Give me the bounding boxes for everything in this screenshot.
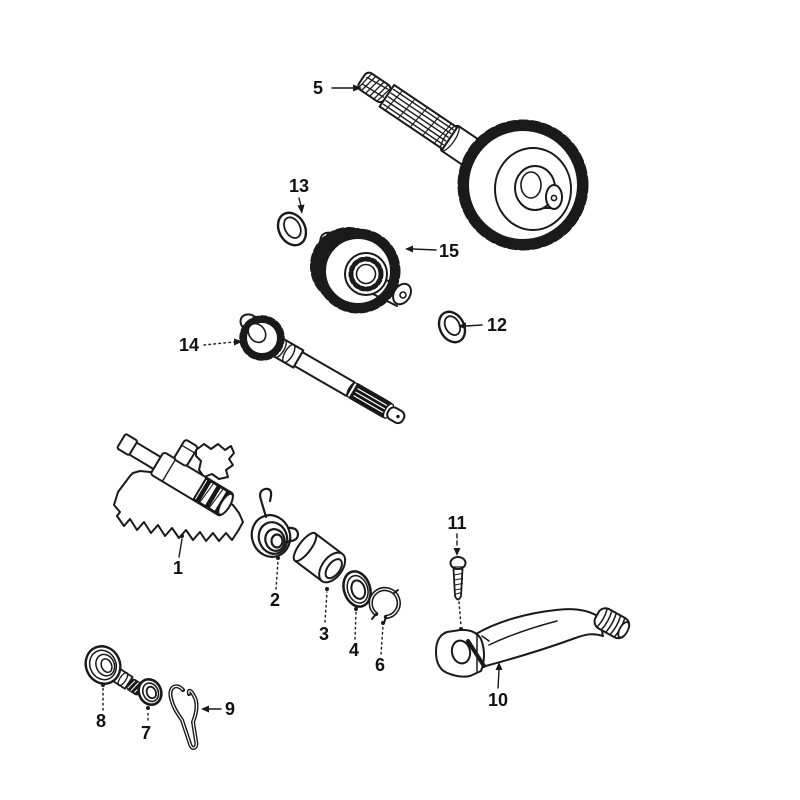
callout-1: 1	[173, 558, 183, 578]
part-12-washer-drawing	[437, 310, 467, 344]
part-9-spring-clip-drawing	[168, 684, 199, 750]
part-3-collar-drawing	[292, 531, 347, 584]
callout-10: 10	[488, 690, 508, 710]
leader-2	[275, 556, 280, 590]
callout-7: 7	[141, 723, 151, 743]
part-8-drive-joint-drawing	[84, 645, 144, 696]
leader-7	[146, 706, 150, 721]
part-11-bolt-drawing	[449, 556, 467, 601]
leader-5	[331, 84, 362, 92]
part-2-spring-drawing	[250, 487, 300, 558]
callout-4: 4	[349, 640, 359, 660]
leader-6	[380, 621, 385, 655]
leader-4	[354, 607, 358, 640]
part-14-pinion-shaft-drawing	[239, 313, 406, 425]
callout-6: 6	[375, 655, 385, 675]
part-7-washer-drawing	[137, 678, 163, 706]
part-1-kick-spindle-drawing	[113, 433, 244, 542]
leader-3	[324, 587, 329, 623]
callout-3: 3	[319, 624, 329, 644]
leader-11a	[453, 533, 461, 556]
leader-1	[178, 534, 184, 558]
leader-15	[405, 245, 437, 253]
leader-12	[458, 322, 483, 330]
callout-2: 2	[270, 590, 280, 610]
part-4-washer-drawing	[342, 570, 372, 608]
leader-11b	[458, 601, 463, 631]
leader-9	[201, 705, 222, 713]
callout-8: 8	[96, 711, 106, 731]
part-10-kick-lever-drawing	[435, 607, 631, 678]
callout-5: 5	[313, 78, 323, 98]
callout-15: 15	[439, 241, 459, 261]
callout-14: 14	[179, 335, 199, 355]
part-13-washer-drawing	[276, 211, 308, 247]
part-15-gear-drawing	[310, 227, 412, 314]
callout-11: 11	[447, 513, 466, 533]
callout-12: 12	[487, 315, 507, 335]
part-5-shaft-gear-drawing	[357, 71, 589, 251]
leader-13	[297, 197, 305, 214]
leader-lines	[101, 84, 503, 721]
part-6-circlip-drawing	[368, 586, 401, 624]
callout-9: 9	[225, 699, 235, 719]
leader-10	[495, 662, 503, 689]
leader-8	[101, 683, 105, 711]
callout-labels: 5 13 15 12 14 1 2 3 4 6 11 10 8 7 9	[96, 78, 508, 743]
leader-14	[203, 338, 243, 346]
callout-13: 13	[289, 176, 309, 196]
